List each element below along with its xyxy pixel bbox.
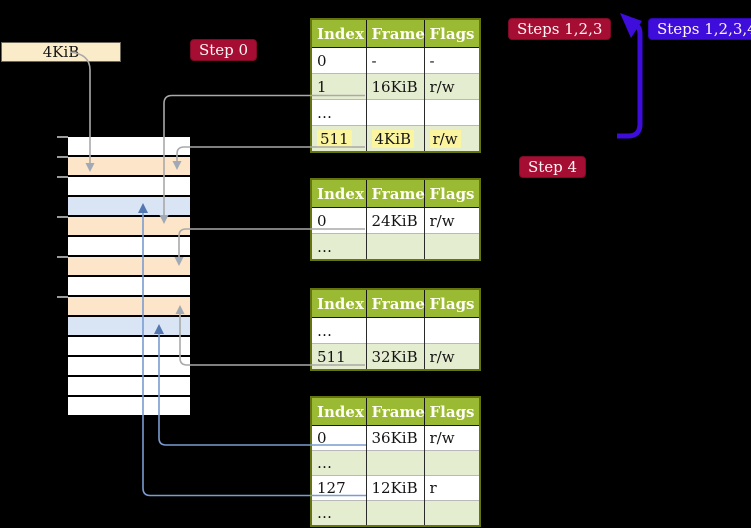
table-cell: 1 [311,73,366,100]
table-cell: r/w [423,425,480,451]
memory-frame-row-white [68,137,190,155]
frame-size-label: 4KiB [1,42,121,62]
memory-frame-row-white [68,357,190,375]
table-cell: r/w [423,73,480,100]
column-header-frame: Frame [365,179,425,208]
column-header-frame: Frame [365,19,425,48]
badge-steps-1-2-3-4: Steps 1,2,3,4 [648,18,751,40]
memory-frame-row-white [68,177,190,195]
table-cell: r/w [423,207,480,234]
table-cell: r/w [423,343,480,370]
table-cell [365,500,424,526]
column-header-index: Index [311,397,366,426]
memory-frame-row-orange [68,257,190,275]
memory-frame-row-white [68,397,190,415]
badge-step-0: Step 0 [190,39,258,61]
physical-memory-stack [68,137,190,417]
table-cell: … [311,233,366,260]
memory-frame-row-white [68,377,190,395]
table-cell: r/w [423,125,480,152]
table-cell: 36KiB [365,425,424,451]
table-cell: 511 [311,125,366,152]
table-cell [365,450,424,476]
column-header-frame: Frame [365,289,425,318]
memory-tick [57,256,68,258]
highlighted-value: 511 [317,129,352,148]
column-header-frame: Frame [365,397,425,426]
page-table-entry: … [311,233,480,260]
memory-tick [57,136,68,138]
memory-frame-row-orange [68,217,190,235]
table-cell: … [311,500,366,526]
table-cell: 32KiB [365,343,424,370]
memory-frame-row-blue [68,317,190,335]
table-cell [365,99,424,126]
column-header-flags: Flags [423,19,480,48]
memory-tick [57,296,68,298]
column-header-flags: Flags [423,179,480,208]
memory-frame-row-orange [68,297,190,315]
table-cell: 127 [311,475,366,501]
table-cell: … [311,317,366,344]
memory-frame-row-white [68,237,190,255]
badge-step-4: Step 4 [519,156,587,178]
table-cell [365,317,424,344]
arrow-up-left-icon [620,13,642,38]
memory-frame-row-white [68,277,190,295]
memory-tick [57,156,68,158]
table-cell: 0 [311,425,366,451]
memory-tick [57,176,68,178]
highlighted-value: 4KiB [371,129,415,148]
column-header-flags: Flags [423,397,480,426]
table-cell [423,317,480,344]
table-cell: 0 [311,47,366,74]
column-header-index: Index [311,179,366,208]
table-cell: - [365,47,424,74]
memory-tick [57,216,68,218]
table-cell [423,450,480,476]
page-table-entry: … [311,450,480,476]
table-cell: 12KiB [365,475,424,501]
column-header-flags: Flags [423,289,480,318]
table-cell: … [311,99,366,126]
memory-frame-row-blue [68,197,190,215]
page-table-entry: … [311,500,480,526]
table-cell: 24KiB [365,207,424,234]
table-cell [423,500,480,526]
page-table-entry: 511 4KiB r/w [311,125,480,152]
page-table-entry: 0-- [311,47,480,74]
column-header-index: Index [311,289,366,318]
table-cell [365,233,424,260]
page-table-entry: … [311,317,480,344]
memory-frame-row-white [68,337,190,355]
table-cell: … [311,450,366,476]
table-cell: 16KiB [365,73,424,100]
table-cell: - [423,47,480,74]
highlighted-value: r/w [429,129,461,148]
table-cell [423,233,480,260]
memory-frame-row-orange [68,157,190,175]
loop-arrow [617,21,643,139]
table-cell: r [423,475,480,501]
table-cell [423,99,480,126]
table-cell: 0 [311,207,366,234]
table-cell: 511 [311,343,366,370]
table-cell: 4KiB [365,125,424,152]
page-table-entry: … [311,99,480,126]
column-header-index: Index [311,19,366,48]
badge-steps-1-2-3: Steps 1,2,3 [508,18,612,40]
